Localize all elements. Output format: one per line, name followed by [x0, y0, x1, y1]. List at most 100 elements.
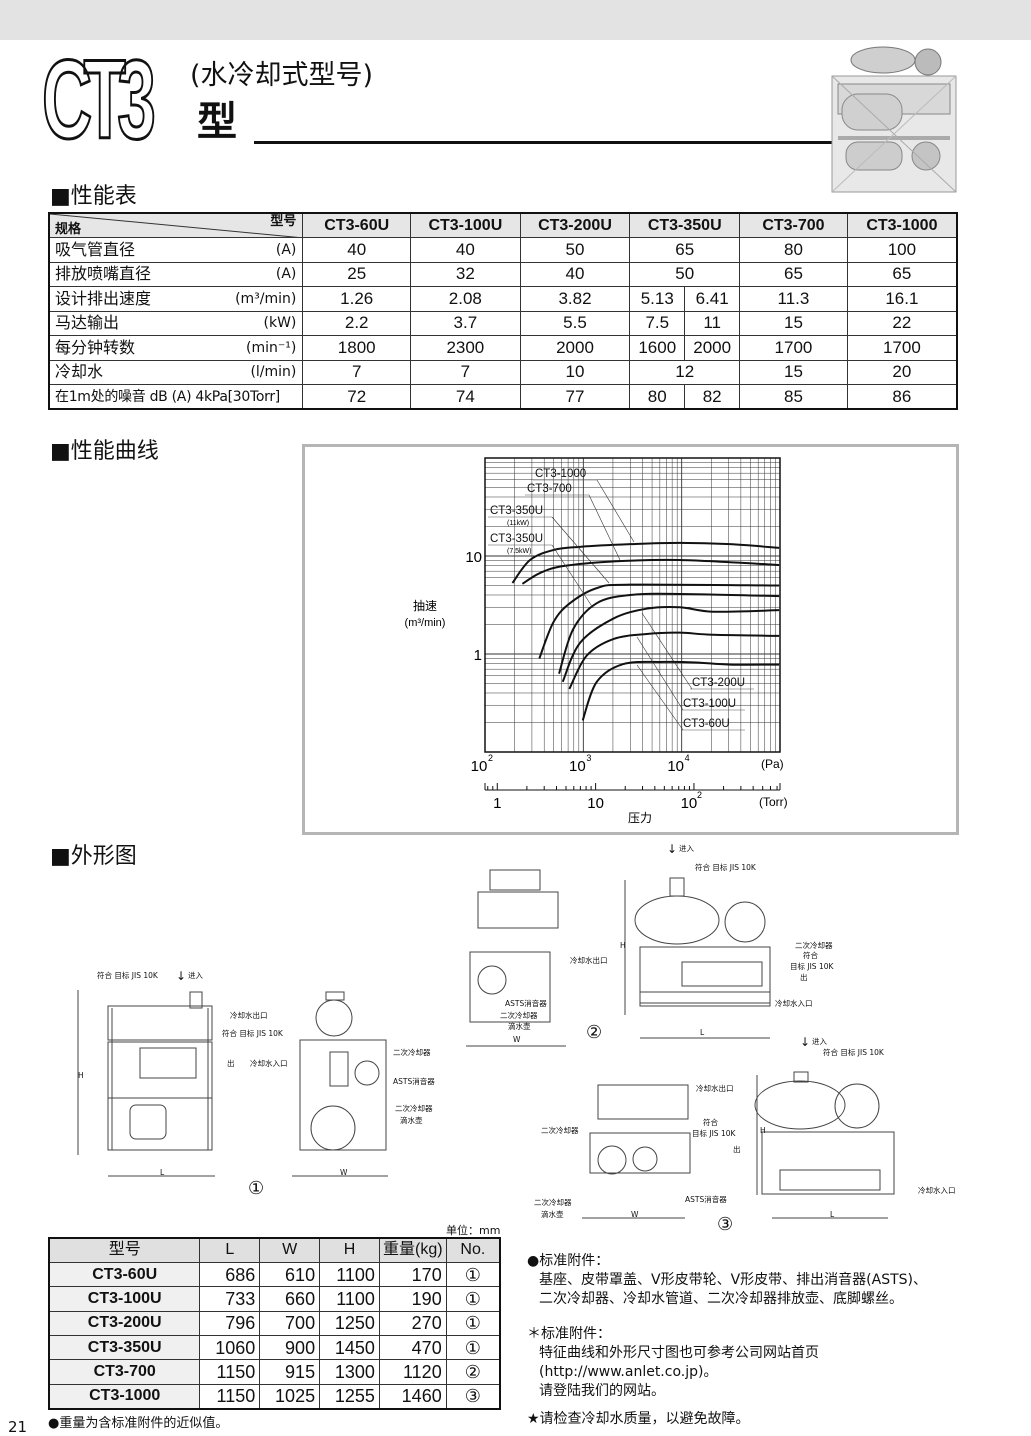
spec-label-cell: 吸气管直径(A) [48, 237, 304, 263]
spec-value: 3.7 [410, 310, 521, 336]
dim-value: 796 [199, 1310, 261, 1337]
dim-header: 型号 [48, 1237, 201, 1263]
drawing-label: W [631, 1210, 639, 1219]
spec-value: 15 [739, 359, 848, 385]
dim-value: ① [445, 1261, 501, 1288]
spec-value: 74 [410, 384, 521, 410]
ref-line1: 特征曲线和外形尺寸图也可参考公司网站首页 [539, 1345, 819, 1361]
drawing-number: ② [586, 1022, 603, 1043]
std-line2: 二次冷却器、冷却水管道、二次冷却器排放壶、底脚螺丝。 [539, 1291, 903, 1307]
dim-value: ② [445, 1359, 501, 1385]
dim-value: 270 [378, 1310, 447, 1337]
series-leader-line [636, 636, 684, 711]
spec-label: 马达输出 [55, 313, 120, 333]
dim-value: ① [445, 1286, 501, 1312]
spec-value: 2000 [684, 335, 741, 361]
spec-label: 排放喷嘴直径 [55, 264, 152, 284]
website-link[interactable]: (http://www.anlet.co.jp)。 [539, 1364, 718, 1380]
spec-value: 40 [302, 237, 412, 263]
spec-label-cell: 在1m处的噪音 dB (A) 4kPa[30Torr] [48, 384, 304, 410]
drawing-label: 冷却水入口 [918, 1186, 956, 1195]
torr-tick-label: 1 [493, 795, 501, 812]
inlet-arrow-icon: ↓ [800, 1035, 811, 1049]
drawing-label: 进入 [188, 971, 203, 980]
drawing-label: 冷却水出口 [570, 956, 608, 965]
spec-unit: (l/min) [250, 364, 297, 381]
series-line-ct3-60u [581, 660, 780, 721]
dim-value: 915 [259, 1359, 321, 1385]
spec-label-cell: 每分钟转数(min⁻¹) [48, 335, 304, 361]
series-label: CT3-200U [692, 677, 745, 689]
drawing-label: 目标 JIS 10K [790, 962, 834, 971]
x-tick-exponent: 3 [586, 753, 591, 763]
spec-value: 7.5 [629, 310, 686, 336]
spec-value: 1800 [302, 335, 412, 361]
series-sublabel: (11kW) [507, 520, 529, 527]
spec-label: 在1m处的噪音 dB (A) 4kPa[30Torr] [55, 388, 280, 405]
dim-value: ① [445, 1310, 501, 1337]
top-band [0, 0, 1031, 40]
x-tick-exponent: 4 [685, 753, 690, 763]
drawing-label: 出 [227, 1059, 235, 1068]
std-title: ●标准附件： [527, 1253, 610, 1269]
drawing-label: 冷却水出口 [696, 1084, 734, 1093]
dim-value: 1100 [319, 1286, 380, 1312]
dim-value: 660 [259, 1286, 321, 1312]
series-leader-line [551, 516, 610, 584]
corner-cell: 规格型号 [48, 212, 304, 238]
spec-value: 11 [684, 310, 741, 336]
drawing-1-front [77, 990, 215, 1177]
drawing-label: 符合 目标 JIS 10K [97, 971, 158, 980]
product-photo [831, 46, 957, 193]
series-leader-line [596, 479, 635, 543]
series-label: CT3-100U [683, 698, 736, 710]
spec-value: 50 [629, 261, 741, 287]
spec-value: 7 [302, 359, 412, 385]
spec-value: 2.2 [302, 310, 412, 336]
torr-tick-label: 10 [681, 795, 698, 812]
torr-tick-exponent: 2 [697, 790, 702, 800]
drawing-label: 二次冷却器 [500, 1011, 538, 1020]
dim-value: 1150 [199, 1359, 261, 1385]
dim-value: 733 [199, 1286, 261, 1312]
chart-frame [302, 444, 959, 835]
drawing-label: L [830, 1210, 835, 1219]
drawing-label: ASTS消音器 [393, 1077, 435, 1086]
dim-value: 1250 [319, 1310, 380, 1337]
x-tick-exponent: 2 [488, 753, 493, 763]
series-leader-line [641, 612, 693, 690]
series-label: CT3-350U [490, 505, 543, 517]
spec-value: 2000 [519, 335, 631, 361]
drawing-label: 滴水壶 [400, 1116, 423, 1125]
y-axis-unit: (m³/min) [405, 617, 446, 629]
drawing-label: W [340, 1168, 348, 1177]
spec-value: 100 [846, 237, 958, 263]
unit-label: 单位：mm [446, 1224, 501, 1237]
dim-model: CT3-1000 [48, 1383, 201, 1410]
drawing-label: 目标 JIS 10K [692, 1129, 736, 1138]
chart-grid [484, 458, 780, 753]
spec-label-cell: 冷却水(l/min) [48, 359, 304, 385]
inlet-arrow-icon: ↓ [667, 842, 678, 856]
spec-value: 25 [302, 261, 412, 287]
drawing-label: 二次冷却器 [393, 1048, 431, 1057]
spec-value: 1.26 [302, 286, 412, 312]
model-header: CT3-1000 [846, 212, 958, 238]
spec-value: 7 [410, 359, 521, 385]
x-unit-torr: (Torr) [759, 795, 788, 809]
spec-value: 80 [629, 384, 686, 410]
spec-value: 65 [629, 237, 741, 263]
x-tick-label: 10 [471, 758, 488, 775]
weight-footnote: ●重量为含标准附件的近似值。 [48, 1416, 229, 1431]
x-tick-label: 10 [667, 758, 684, 775]
drawing-1-side [292, 991, 388, 1177]
dim-value: 1025 [259, 1383, 321, 1410]
